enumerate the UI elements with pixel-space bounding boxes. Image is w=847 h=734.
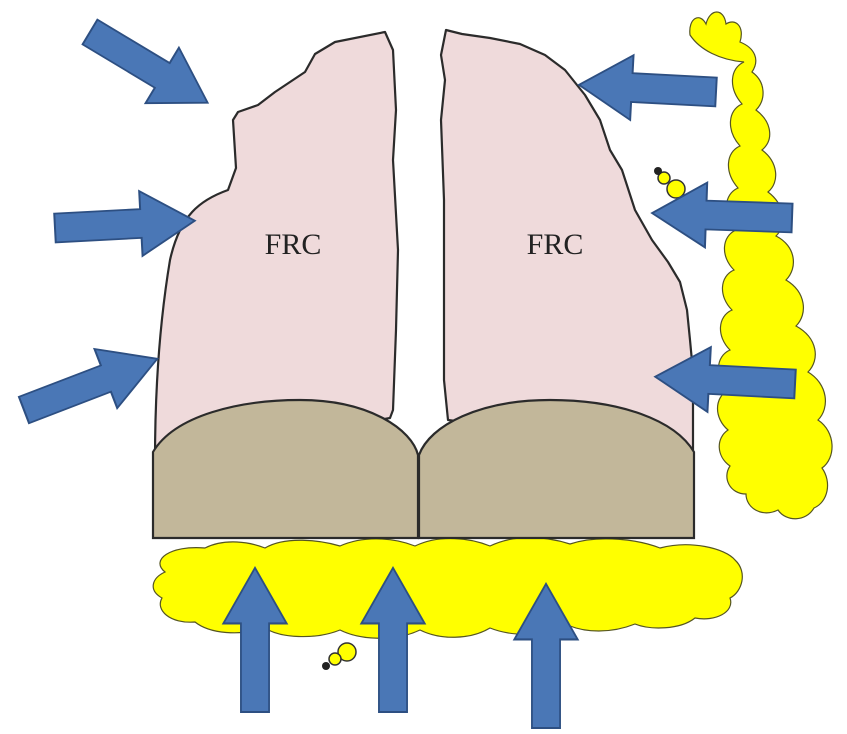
left-lung-collapsed-base <box>153 400 418 538</box>
fat-globule-cluster-upper <box>654 167 685 198</box>
compression-arrow-icon <box>13 329 169 439</box>
compression-arrow-icon <box>73 4 224 130</box>
fat-globule-cluster-lower <box>322 643 356 670</box>
left-lung-frc-label: FRC <box>265 228 322 261</box>
compression-arrow-icon <box>577 52 717 124</box>
right-lung-collapsed-base <box>419 400 694 538</box>
right-lung-frc-label: FRC <box>527 228 584 261</box>
